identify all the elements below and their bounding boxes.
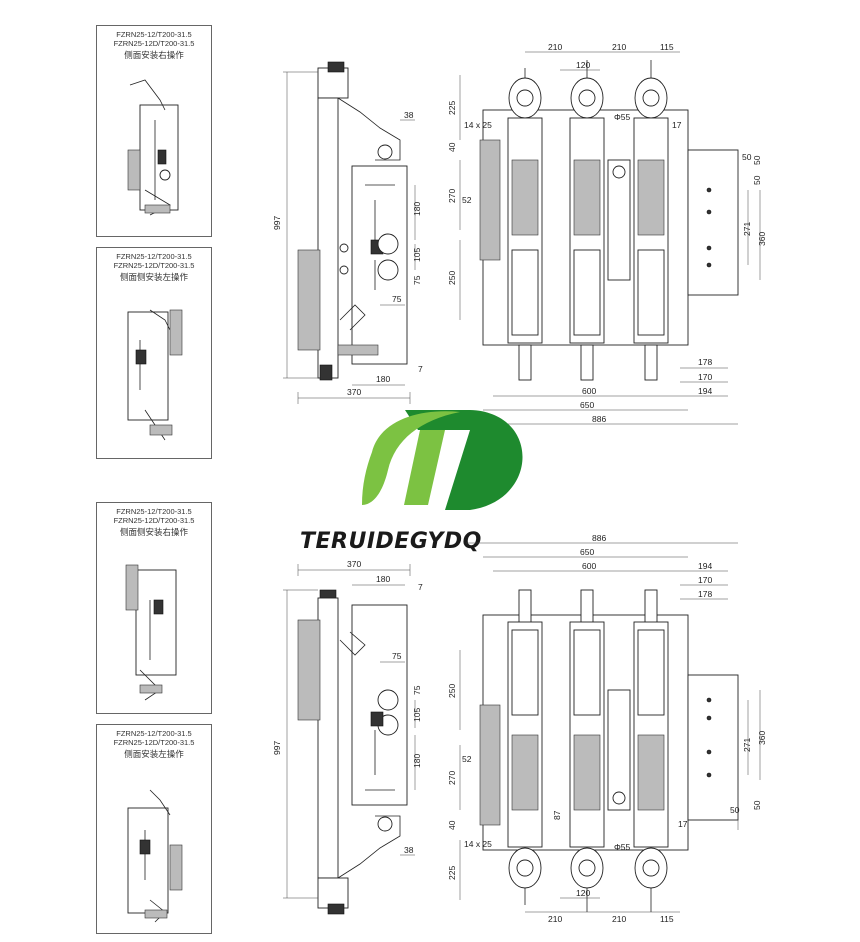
bottom-front-dim-271: 271 [742,738,752,752]
top-front-dim-271: 271 [742,222,752,236]
thumb-2-line2: FZRN25-12D/T200-31.5 [113,261,195,270]
top-front-dim-225: 225 [447,101,457,115]
thumb-2-line1: FZRN25-12/T200-31.5 [116,252,192,261]
bottom-side-view [297,589,408,915]
bottom-side-dim-370: 370 [347,559,361,569]
bottom-front-dim-50b: 50 [730,805,740,815]
thumb-1-line1: FZRN25-12/T200-31.5 [116,30,192,39]
top-side-dim-997: 997 [272,216,282,230]
top-front-dim-170: 170 [698,372,712,382]
thumb-4-line2: FZRN25-12D/T200-31.5 [113,738,195,747]
top-pole-2 [569,60,605,381]
thumb-4-line1: FZRN25-12/T200-31.5 [116,729,192,738]
top-front-dim-250: 250 [447,271,457,285]
top-front-dim-270: 270 [447,189,457,203]
top-side-dim-75a: 75 [412,275,422,285]
top-side-dim-38: 38 [404,110,414,120]
bottom-front-dim-52: 52 [462,754,472,764]
bottom-front-dim-55: Φ55 [614,842,631,852]
bottom-front-dim-170: 170 [698,575,712,585]
bottom-side-dimensions: 370 180 7 75 75 105 180 997 38 [272,559,423,899]
top-front-dimensions: 210 210 115 120 225 14 x 25 Φ55 17 40 27… [447,42,767,425]
thumb-4-sketch [127,789,183,923]
thumb-1-line3: 侧面安装右操作 [124,50,184,60]
top-front-dim-50a: 50 [742,152,752,162]
thumb-3-sketch [125,564,177,701]
top-front-dim-210b: 210 [612,42,626,52]
top-side-dim-7: 7 [418,364,423,374]
bottom-pole-2 [569,589,605,912]
top-side-dim-370: 370 [347,387,361,397]
bottom-front-dim-50a: 50 [752,800,762,810]
company-logo-mark [362,410,523,510]
top-front-dim-55: Φ55 [614,112,631,122]
thumb-3-line2: FZRN25-12D/T200-31.5 [113,516,195,525]
top-front-dim-178: 178 [698,357,712,367]
bottom-side-dim-105: 105 [412,708,422,722]
top-front-dim-50c: 50 [752,175,762,185]
bottom-front-dim-650: 650 [580,547,594,557]
thumb-3-line3: 侧面侧安装右操作 [119,527,188,537]
top-pole-3 [633,60,669,381]
thumb-3-line1: FZRN25-12/T200-31.5 [116,507,192,516]
top-front-dim-14x25: 14 x 25 [464,120,492,130]
top-pole-1 [507,68,543,381]
top-front-dim-194: 194 [698,386,712,396]
bottom-front-dim-194: 194 [698,561,712,571]
bottom-pole-1 [507,589,543,905]
top-side-dim-180a: 180 [412,202,422,216]
top-front-dim-210a: 210 [548,42,562,52]
bottom-side-dim-75a: 75 [392,651,402,661]
bottom-front-dimensions: 886 650 600 194 170 178 250 271 360 52 2… [447,533,767,924]
top-front-dim-650: 650 [580,400,594,410]
top-side-dim-180b: 180 [376,374,390,384]
top-side-dim-105: 105 [412,248,422,262]
thumb-4-line3: 侧面安装左操作 [124,749,184,759]
bottom-side-dim-75b: 75 [412,685,422,695]
thumb-2-line3: 侧面侧安装左操作 [119,272,188,282]
bottom-side-dim-180a: 180 [376,574,390,584]
bottom-front-dim-250: 250 [447,684,457,698]
company-logo-text: TERUIDEGYDQ [300,529,482,554]
top-front-dim-40: 40 [447,142,457,152]
bottom-front-dim-270: 270 [447,771,457,785]
bottom-side-dim-7: 7 [418,582,423,592]
bottom-pole-3 [633,589,669,912]
bottom-side-dim-180b: 180 [412,754,422,768]
bottom-front-dim-886: 886 [592,533,606,543]
thumb-1-sketch [127,79,179,216]
bottom-front-view [479,589,739,912]
bottom-front-dim-87: 87 [552,810,562,820]
top-side-view [297,61,408,381]
top-side-dimensions: 997 38 180 105 75 75 180 7 370 [272,71,423,404]
bottom-front-dim-178: 178 [698,589,712,599]
bottom-side-dim-38: 38 [404,845,414,855]
top-front-dim-52: 52 [462,195,472,205]
bottom-front-dim-360: 360 [757,731,767,745]
top-front-dim-360: 360 [757,232,767,246]
top-front-dim-50b: 50 [752,155,762,165]
bottom-front-dim-210a: 210 [548,914,562,924]
bottom-front-dim-210b: 210 [612,914,626,924]
bottom-front-dim-225: 225 [447,866,457,880]
bottom-front-dim-600: 600 [582,561,596,571]
thumb-1-line2: FZRN25-12D/T200-31.5 [113,39,195,48]
top-front-view [479,60,739,381]
top-front-dim-17: 17 [672,120,682,130]
bottom-front-dim-115: 115 [660,914,674,924]
top-side-dim-75b: 75 [392,294,402,304]
top-front-dim-886: 886 [592,414,606,424]
top-front-dim-115: 115 [660,42,674,52]
bottom-front-dim-120: 120 [576,888,590,898]
bottom-front-dim-40: 40 [447,820,457,830]
top-front-dim-600: 600 [582,386,596,396]
bottom-front-dim-14x25: 14 x 25 [464,839,492,849]
top-front-dim-120: 120 [576,60,590,70]
thumb-2-sketch [127,309,183,441]
bottom-front-dim-17: 17 [678,819,688,829]
bottom-side-dim-997: 997 [272,741,282,755]
